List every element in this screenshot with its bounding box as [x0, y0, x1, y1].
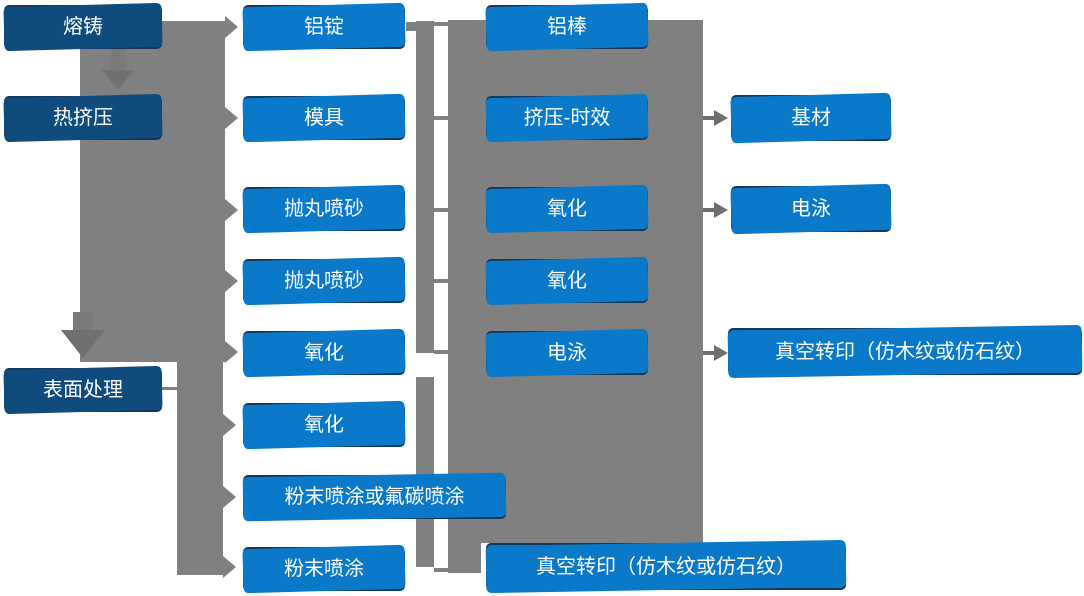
connector-surface-treatment — [162, 387, 177, 390]
bus-bar-middle-lower — [416, 377, 434, 567]
node-extrusion-aging: 挤压-时效 — [486, 96, 648, 140]
node-oxidation-2: 氧化 — [243, 403, 405, 447]
bus-bar-middle-upper — [416, 21, 434, 353]
connector-mold-row — [434, 116, 448, 120]
node-electrophoresis-1: 电泳 — [486, 331, 648, 375]
arrowhead-to-aluminum-ingot — [225, 16, 238, 38]
bus-branch-surface-row — [82, 347, 182, 360]
node-vacuum-transfer-1: 真空转印（仿木纹或仿石纹） — [486, 543, 846, 590]
node-electrophoresis-2: 电泳 — [731, 186, 891, 232]
arrowhead-to-shot-blasting-2 — [225, 270, 238, 292]
connector-aluminum-rod-row — [434, 22, 448, 26]
node-oxidation-3: 氧化 — [486, 187, 648, 231]
node-aluminum-rod: 铝棒 — [486, 5, 648, 49]
node-shot-blasting-1: 抛丸喷砂 — [243, 187, 405, 231]
node-oxidation-4: 氧化 — [486, 259, 648, 303]
node-aluminum-ingot: 铝锭 — [243, 5, 405, 49]
connector-aluminum-ingot — [406, 22, 418, 31]
node-powder-coating: 粉末喷涂 — [243, 547, 405, 591]
node-shot-blasting-2: 抛丸喷砂 — [243, 259, 405, 303]
connector-vacuum-transfer-row — [434, 568, 448, 572]
arrowhead-to-oxidation-1 — [225, 341, 238, 363]
node-substrate: 基材 — [731, 95, 891, 141]
node-powder-or-fluorocarbon-coating: 粉末喷涂或氟碳喷涂 — [243, 475, 506, 519]
node-mold: 模具 — [243, 96, 405, 140]
node-surface-treatment: 表面处理 — [4, 368, 162, 412]
node-vacuum-transfer-2: 真空转印（仿木纹或仿石纹） — [728, 328, 1082, 375]
node-oxidation-1: 氧化 — [243, 331, 405, 375]
arrowhead-to-powder-coating — [223, 556, 236, 578]
arrowhead-to-mold — [225, 107, 238, 129]
bus-block-surface-treatment — [177, 352, 223, 575]
connector-electrophoresis-row — [434, 350, 448, 354]
arrowhead-to-powder-or-fluorocarbon-coating — [223, 486, 236, 508]
connector-oxidation-4-row — [434, 279, 448, 283]
arrowhead-to-oxidation-2 — [223, 414, 236, 436]
node-hot-extrusion: 热挤压 — [4, 96, 162, 140]
arrowhead-to-shot-blasting-1 — [225, 199, 238, 221]
connector-oxidation-3-row — [434, 208, 448, 212]
bus-block-right-extension — [448, 543, 481, 573]
node-melting-casting: 熔铸 — [4, 5, 162, 49]
